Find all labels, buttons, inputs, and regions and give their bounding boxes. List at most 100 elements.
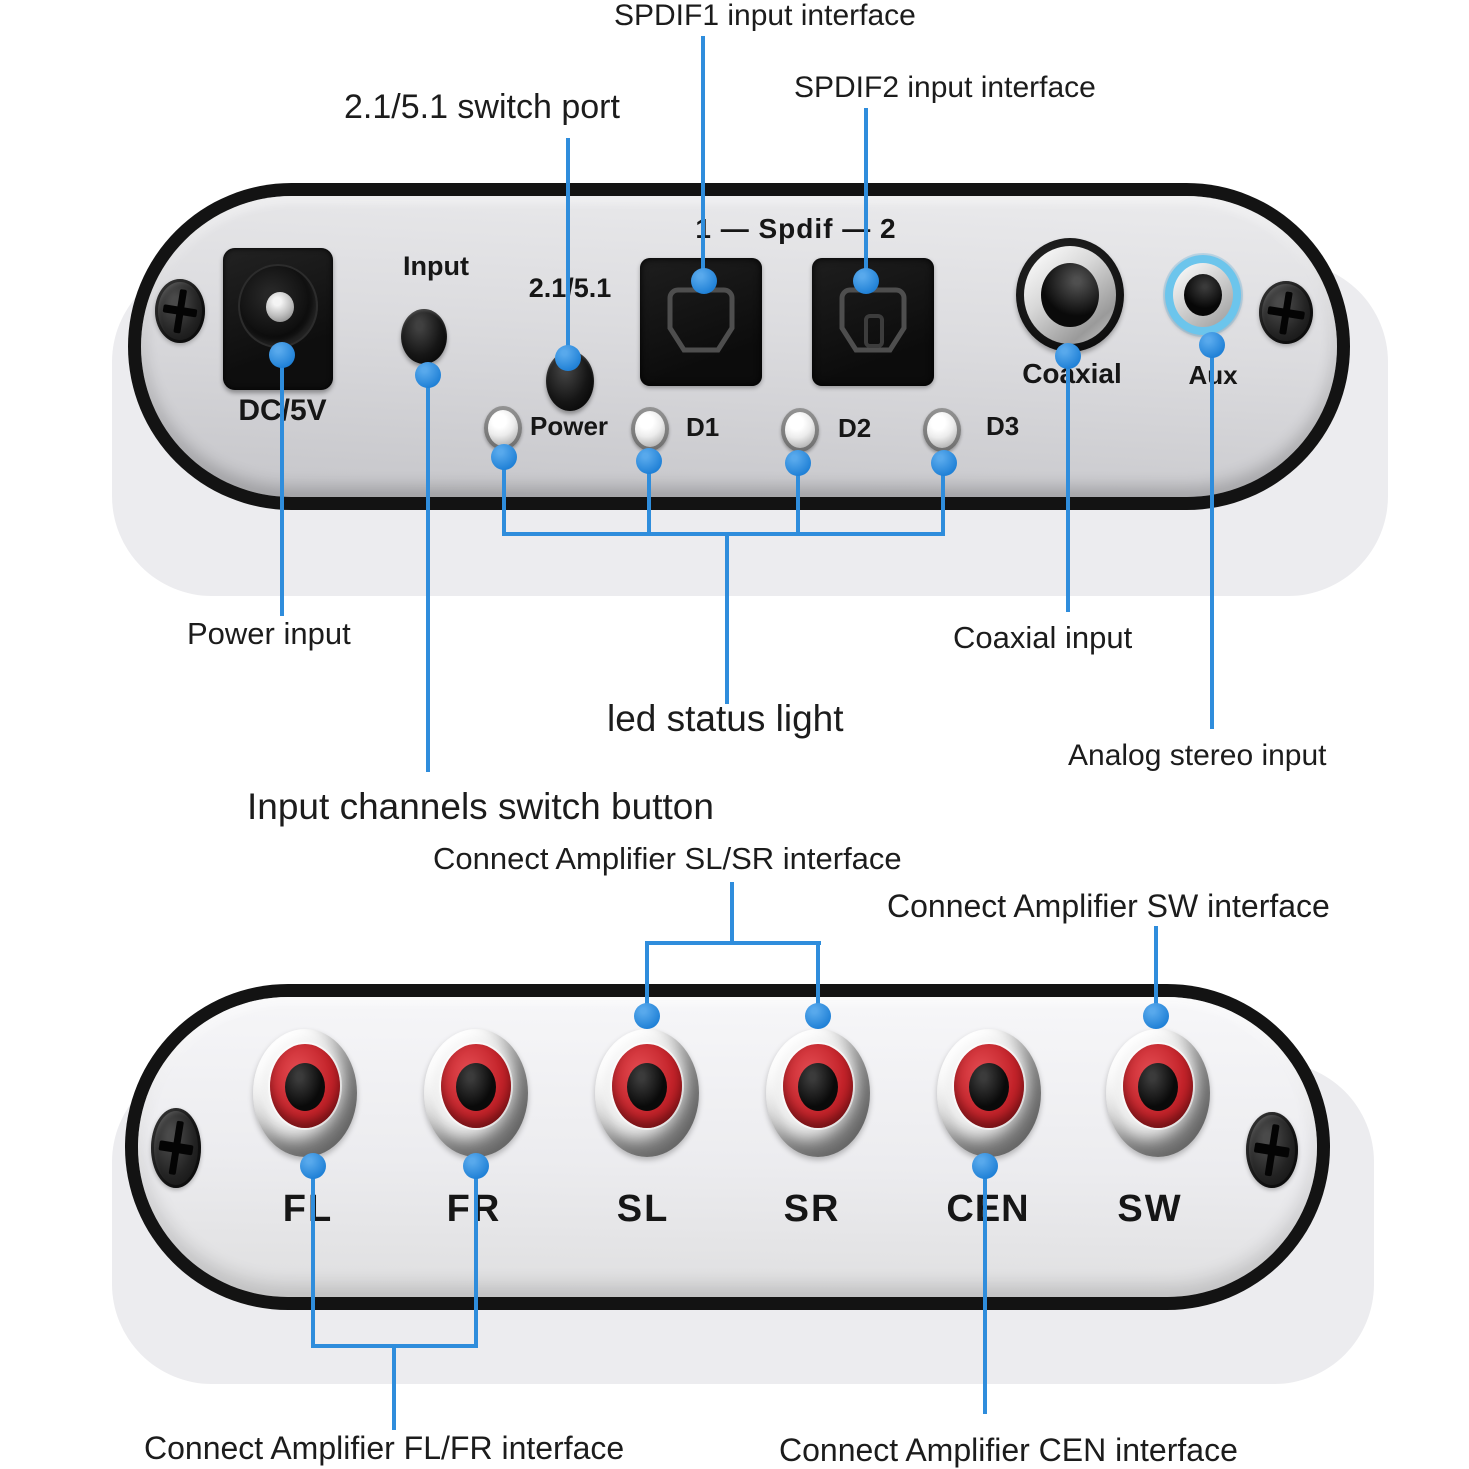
callout-line-led3 bbox=[796, 462, 800, 536]
callout-dot-coaxial-input bbox=[1055, 343, 1081, 369]
callout-line-cen bbox=[983, 1166, 987, 1414]
callout-dot-spdif2 bbox=[853, 268, 879, 294]
callout-label-slsr: Connect Amplifier SL/SR interface bbox=[433, 841, 902, 876]
jack-label-sr: SR bbox=[783, 1188, 841, 1230]
coaxial-hole bbox=[1041, 263, 1099, 327]
coaxial-jack bbox=[1016, 238, 1124, 352]
callout-dot-power-input bbox=[269, 342, 295, 368]
callout-label-spdif1: SPDIF1 input interface bbox=[614, 0, 916, 32]
callout-line-fr bbox=[474, 1166, 478, 1348]
rca-red-ring bbox=[1123, 1044, 1193, 1128]
screw-icon-bottom-left bbox=[151, 1108, 201, 1188]
rca-jack-fl bbox=[253, 1029, 357, 1157]
callout-dot-led-power bbox=[491, 444, 517, 470]
callout-stem-leds bbox=[725, 532, 729, 704]
led-label-power: Power bbox=[530, 411, 609, 441]
rca-jack-sr bbox=[766, 1029, 870, 1157]
callout-line-power-input bbox=[280, 356, 284, 616]
callout-line-sl bbox=[645, 941, 649, 1016]
callout-label-cen: Connect Amplifier CEN interface bbox=[779, 1432, 1238, 1468]
rca-jack-sw bbox=[1106, 1029, 1210, 1157]
callout-label-switch-port: 2.1/5.1 switch port bbox=[344, 88, 620, 126]
callout-label-power-input: Power input bbox=[187, 616, 351, 651]
dc-power-jack bbox=[223, 248, 333, 390]
callout-dot-fr bbox=[463, 1153, 489, 1179]
callout-dot-switch-port bbox=[555, 345, 581, 371]
led-label-d1: D1 bbox=[686, 412, 720, 442]
jack-label-sl: SL bbox=[616, 1188, 670, 1230]
callout-line-sw bbox=[1154, 926, 1158, 1016]
aux-hole bbox=[1184, 274, 1222, 316]
callout-dot-spdif1 bbox=[691, 268, 717, 294]
dc-pin bbox=[266, 292, 294, 322]
callout-stem-slsr bbox=[730, 882, 734, 945]
callout-bracket-leds bbox=[502, 532, 945, 536]
rca-hole bbox=[285, 1063, 325, 1111]
callout-dot-input-channels bbox=[415, 362, 441, 388]
optical-port-spdif1 bbox=[640, 258, 762, 386]
callout-dot-sl bbox=[634, 1003, 660, 1029]
aux-jack bbox=[1165, 255, 1241, 335]
callout-line-spdif1 bbox=[701, 36, 705, 282]
callout-label-input-channels: Input channels switch button bbox=[247, 786, 714, 827]
led-indicator-d3 bbox=[923, 408, 961, 452]
rca-red-ring bbox=[270, 1044, 340, 1128]
callout-label-sw: Connect Amplifier SW interface bbox=[887, 888, 1330, 924]
rca-hole bbox=[627, 1063, 667, 1111]
callout-dot-sw bbox=[1143, 1003, 1169, 1029]
callout-dot-fl bbox=[300, 1153, 326, 1179]
rca-hole bbox=[456, 1063, 496, 1111]
callout-label-coaxial-input: Coaxial input bbox=[953, 620, 1133, 655]
callout-line-led4 bbox=[941, 462, 945, 536]
callout-dot-cen bbox=[972, 1153, 998, 1179]
input-button-label: Input bbox=[403, 251, 469, 281]
jack-label-sw: SW bbox=[1117, 1188, 1183, 1230]
rca-hole bbox=[798, 1063, 838, 1111]
rca-jack-cen bbox=[937, 1029, 1041, 1157]
callout-label-analog-stereo: Analog stereo input bbox=[1068, 739, 1327, 772]
rca-jack-sl bbox=[595, 1029, 699, 1157]
rca-red-ring bbox=[612, 1044, 682, 1128]
toslink-icon bbox=[839, 287, 907, 353]
input-channel-button bbox=[401, 309, 447, 364]
led-indicator-d1 bbox=[631, 407, 669, 451]
callout-line-fl bbox=[311, 1166, 315, 1348]
screw-icon-bottom-right bbox=[1246, 1112, 1298, 1188]
callout-label-led-status: led status light bbox=[607, 698, 844, 739]
screw-icon-top-right bbox=[1259, 281, 1313, 344]
rca-red-ring bbox=[954, 1044, 1024, 1128]
jack-label-cen: CEN bbox=[946, 1188, 1030, 1230]
callout-label-flfr: Connect Amplifier FL/FR interface bbox=[144, 1430, 625, 1466]
callout-line-led1 bbox=[502, 456, 506, 536]
callout-line-sr bbox=[816, 941, 820, 1016]
callout-dot-led-d3 bbox=[931, 450, 957, 476]
callout-line-input-channels bbox=[426, 376, 430, 772]
led-indicator-power bbox=[484, 406, 522, 450]
callout-stem-flfr bbox=[392, 1344, 396, 1430]
callout-line-spdif2 bbox=[864, 108, 868, 282]
led-label-d3: D3 bbox=[986, 411, 1020, 441]
jack-label-fr: FR bbox=[414, 1190, 534, 1228]
rca-hole bbox=[1138, 1063, 1178, 1111]
callout-line-analog-stereo bbox=[1210, 346, 1214, 729]
callout-dot-sr bbox=[805, 1003, 831, 1029]
toslink-icon bbox=[667, 287, 735, 353]
callout-dot-led-d2 bbox=[785, 450, 811, 476]
callout-line-led2 bbox=[647, 460, 651, 536]
jack-label-fl: FL bbox=[282, 1188, 334, 1230]
rca-red-ring bbox=[441, 1044, 511, 1128]
screw-icon-top-left bbox=[155, 279, 205, 343]
rca-jack-fr bbox=[424, 1029, 528, 1157]
callout-label-spdif2: SPDIF2 input interface bbox=[794, 71, 1096, 104]
callout-dot-led-d1 bbox=[636, 448, 662, 474]
led-label-d2: D2 bbox=[838, 413, 872, 443]
rca-hole bbox=[969, 1063, 1009, 1111]
callout-line-switch-port bbox=[566, 138, 570, 358]
callout-bracket-slsr bbox=[645, 941, 821, 945]
led-indicator-d2 bbox=[781, 408, 819, 452]
rca-red-ring bbox=[783, 1044, 853, 1128]
callout-line-coaxial-input bbox=[1066, 356, 1070, 612]
spdif-ports-label: 1 — Spdif — 2 bbox=[695, 213, 897, 244]
switch-button-label: 2.1/5.1 bbox=[525, 275, 615, 302]
